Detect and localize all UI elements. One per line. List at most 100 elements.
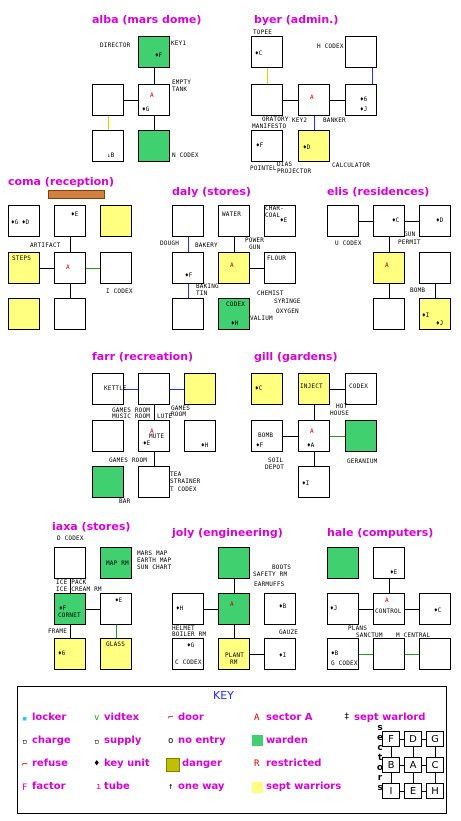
label-pointel: POINTEL: [250, 165, 277, 172]
label-elis-gun: GUN: [404, 231, 416, 238]
room-joly-center: A: [218, 593, 250, 625]
label-water: WATER: [222, 211, 242, 218]
room-joly-plant: [218, 638, 250, 670]
key-legend: KEY ▪ locker ▫ charge ⌐ refuse F factor …: [17, 686, 447, 814]
label-permit: PERMIT: [398, 239, 421, 246]
key-danger: danger: [182, 758, 222, 769]
sector-d: D: [404, 731, 422, 747]
label-valium: VALIUM: [250, 315, 273, 322]
room-byer-banker: ♦D: [298, 130, 330, 162]
label-director: DIRECTOR: [100, 42, 131, 49]
label-house: HOUSE: [330, 410, 350, 417]
sector-b: B: [382, 757, 400, 773]
room-daly-bakery: ♦F: [172, 252, 204, 284]
charge-icon: ▫: [22, 737, 28, 747]
room-iaxa-e: ♦E: [100, 593, 132, 625]
label-tin: TIN: [196, 290, 208, 297]
room-alba-west: [92, 84, 124, 116]
label-helmet: HELMET: [172, 625, 195, 632]
room-joly-n: [218, 547, 250, 579]
label-strainer: STRAINER: [170, 478, 201, 485]
room-gill-inject: [298, 373, 330, 405]
label-tank: TANK: [172, 86, 188, 93]
key-sept-warriors: sept warriors: [266, 781, 342, 792]
label-power: POWER: [245, 237, 265, 244]
label-hot: HOT: [336, 403, 348, 410]
room-farr-ne: [184, 373, 216, 405]
room-daly-center: A: [218, 252, 250, 284]
label-mute: MUTE: [149, 433, 165, 440]
danger-icon: [166, 758, 180, 772]
label-key1: KEY1: [171, 40, 187, 47]
refuse-icon: ⌐: [22, 760, 28, 770]
title-alba: alba (mars dome): [92, 13, 202, 26]
label-dough: DOUGH: [160, 240, 180, 247]
label-t-codex: T CODEX: [170, 486, 197, 493]
room-coma-steps: [8, 252, 40, 284]
room-byer-east: ♦6♦J: [345, 84, 377, 116]
room-joly-e: ♦B: [264, 593, 296, 625]
label-games: GAMES: [171, 405, 191, 412]
sept-warriors-icon: [252, 782, 263, 793]
label-char: CHAR-: [265, 205, 285, 212]
room-iaxa-glass: [100, 638, 132, 670]
room-daly-codex: ♦H: [218, 298, 250, 330]
label-kettle: KETTLE: [104, 385, 127, 392]
room-gill-center: A♦A: [298, 420, 330, 452]
sector-c: C: [426, 757, 444, 773]
label-oratory: ORATORY: [262, 116, 289, 123]
label-bomb-elis: BOMB: [410, 287, 426, 294]
room-gill-nw: ♦C: [251, 373, 283, 405]
label-sun-chart: SUN CHART: [137, 564, 172, 571]
factor-icon: F: [22, 783, 28, 793]
room-joly-se: ♦I: [264, 638, 296, 670]
label-gill-codex: CODEX: [349, 383, 369, 390]
room-gill-s: ♦I: [298, 466, 330, 498]
label-chemist: CHEMIST: [257, 290, 284, 297]
room-hale-e: ♦C: [419, 593, 451, 625]
restricted-icon: R: [254, 759, 260, 769]
label-artifact: ARTIFACT: [30, 242, 61, 249]
label-room: ROOM: [171, 411, 187, 418]
room-gill-codex: [345, 373, 377, 405]
room-iaxa-cornet: ♦F: [54, 593, 86, 625]
label-daly-codex: CODEX: [226, 301, 246, 308]
label-ice-cream-rm: ICE CREAM RM: [56, 586, 102, 593]
room-coma-east: [100, 252, 132, 284]
title-hale: hale (computers): [327, 526, 434, 539]
label-syringe: SYRINGE: [274, 298, 301, 305]
label-soil: SOIL: [268, 457, 284, 464]
room-elis-n: ♦C: [373, 205, 405, 237]
label-ice-pack: ICE PACK: [56, 579, 87, 586]
room-hale-sw: ♦B: [327, 638, 359, 670]
title-elis: elis (residences): [327, 185, 430, 198]
label-calculator: CALCULATOR: [332, 162, 371, 169]
room-alba-south: [138, 130, 170, 162]
sector-a-icon: A: [254, 713, 260, 723]
no-entry-icon: o: [168, 736, 174, 746]
title-gill: gill (gardens): [254, 350, 338, 363]
label-gauze: GAUZE: [279, 629, 299, 636]
danger-banner: [48, 190, 105, 199]
sector-f: F: [382, 731, 400, 747]
vidtex-icon: v: [94, 713, 100, 723]
key-title: KEY: [213, 689, 234, 702]
key-warden: warden: [266, 735, 308, 746]
room-elis-s: [373, 298, 405, 330]
label-tea: TEA: [170, 471, 182, 478]
room-byer-topee: ♦C: [251, 36, 283, 68]
label-h-codex: H CODEX: [317, 43, 344, 50]
room-elis-nw: [327, 205, 359, 237]
key-key-unit: key unit: [104, 758, 150, 769]
label-music-room: MUSIC ROOM: [112, 413, 151, 420]
room-farr-n: [138, 373, 170, 405]
label-c-codex: C CODEX: [175, 659, 202, 666]
room-farr-w: [92, 420, 124, 452]
one-way-icon: ↑: [168, 782, 174, 792]
room-byer-west: [251, 84, 283, 116]
label-u-codex: U CODEX: [335, 240, 362, 247]
key-restricted: restricted: [266, 758, 322, 769]
label-bakery: BAKERY: [195, 242, 218, 249]
room-coma-sw: [8, 298, 40, 330]
key-sept-warlord: sept warlord: [354, 712, 426, 723]
